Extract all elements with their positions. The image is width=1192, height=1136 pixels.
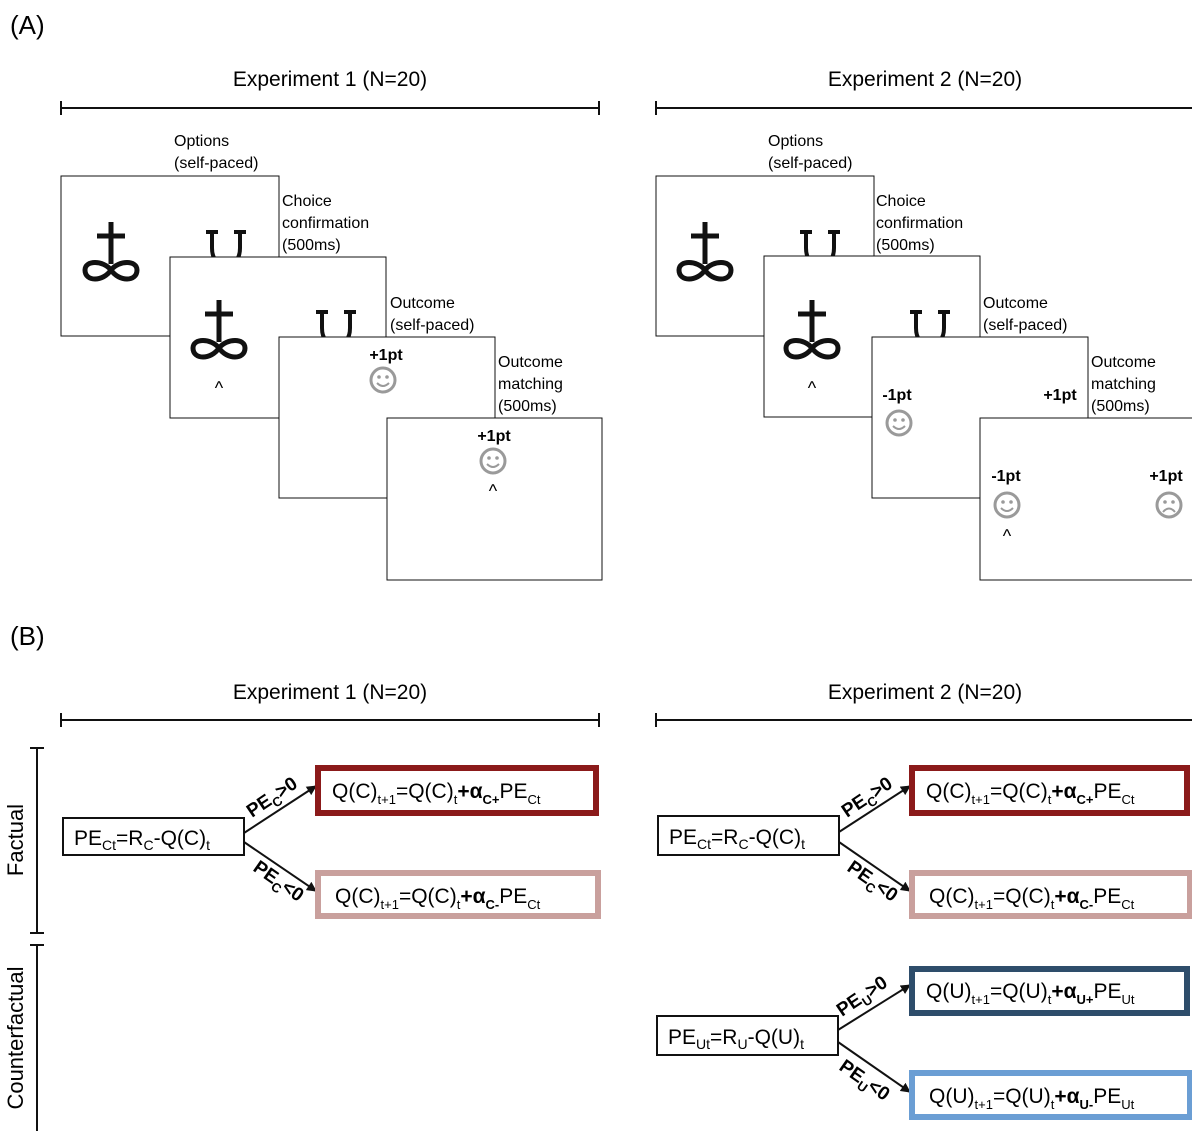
- svg-text:(500ms): (500ms): [876, 237, 935, 254]
- exp2-outcome-unchosen-points: +1pt: [1043, 387, 1077, 404]
- exp1-outcome-points: +1pt: [369, 347, 403, 364]
- svg-text:Q(C)t+1=Q(C)t+αC+PECt: Q(C)t+1=Q(C)t+αC+PECt: [332, 780, 541, 807]
- exp1-factual-pos-branch-label: PEC>0: [243, 773, 303, 824]
- factual-row-bracket: [30, 747, 44, 934]
- svg-text:(500ms): (500ms): [282, 237, 341, 254]
- exp1-title-a: Experiment 1 (N=20): [233, 68, 427, 91]
- svg-text:(self-paced): (self-paced): [983, 317, 1067, 334]
- factual-row-label: Factual: [3, 804, 28, 876]
- svg-text:Q(C)t+1=Q(C)t+αC-PECt: Q(C)t+1=Q(C)t+αC-PECt: [335, 885, 541, 912]
- exp2-counterfactual-neg-arrow: [837, 1041, 911, 1093]
- svg-text:Q(U)t+1=Q(U)t+αU+PEUt: Q(U)t+1=Q(U)t+αU+PEUt: [926, 980, 1135, 1007]
- counterfactual-row-bracket: [30, 944, 44, 1131]
- exp2-counterfactual-neg-rule-box: Q(U)t+1=Q(U)t+αU-PEUt: [909, 1070, 1192, 1120]
- exp2-options-label: Options (self-paced): [768, 133, 852, 172]
- exp1-matching-label: Outcome matching (500ms): [498, 354, 563, 415]
- exp1-factual-pos-arrow: [243, 785, 317, 834]
- exp1-factual-pos-rule-box: Q(C)t+1=Q(C)t+αC+PECt: [315, 765, 599, 816]
- exp2-bracket-a: [655, 101, 1192, 115]
- exp1-matching-happy-face-icon: [479, 447, 507, 475]
- svg-text:(self-paced): (self-paced): [174, 155, 258, 172]
- exp2-counterfactual-pe-box: PEUt=RU-Q(U)t: [656, 1015, 839, 1056]
- exp2-factual-pos-arrow: [838, 785, 911, 833]
- exp2-matching-chosen-points: -1pt: [991, 468, 1021, 485]
- svg-text:Q(C)t+1=Q(C)t+αC-PECt: Q(C)t+1=Q(C)t+αC-PECt: [929, 885, 1135, 912]
- svg-text:Outcome: Outcome: [983, 295, 1048, 312]
- svg-text:Q(U)t+1=Q(U)t+αU-PEUt: Q(U)t+1=Q(U)t+αU-PEUt: [929, 1085, 1135, 1112]
- exp2-matching-screen: -1pt ^ +1pt: [979, 417, 1192, 581]
- exp2-matching-caret: ^: [1003, 526, 1012, 546]
- exp2-factual-neg-rule-box: Q(C)t+1=Q(C)t+αC-PECt: [909, 870, 1192, 919]
- exp1-matching-caret: ^: [489, 481, 498, 501]
- exp2-counterfactual-pos-branch-label: PEU>0: [833, 972, 893, 1023]
- exp2-counterfactual-pos-arrow: [837, 984, 911, 1031]
- svg-text:matching: matching: [1091, 376, 1156, 393]
- exp1-outcome-label: Outcome (self-paced): [390, 295, 474, 334]
- svg-text:(self-paced): (self-paced): [390, 317, 474, 334]
- exp2-bracket-b: [655, 713, 1192, 727]
- svg-text:Options: Options: [768, 133, 823, 150]
- exp1-factual-neg-rule-box: Q(C)t+1=Q(C)t+αC-PECt: [315, 870, 601, 919]
- exp1-title-b: Experiment 1 (N=20): [233, 681, 427, 704]
- svg-text:PECt=RC-Q(C)t: PECt=RC-Q(C)t: [669, 826, 805, 852]
- exp2-title-a: Experiment 2 (N=20): [828, 68, 1022, 91]
- exp2-outcome-chosen-points: -1pt: [882, 387, 912, 404]
- exp1-choice-caret: ^: [215, 378, 224, 398]
- svg-text:Outcome: Outcome: [1091, 354, 1156, 371]
- exp1-bracket-b: [60, 713, 600, 727]
- exp1-matching-points: +1pt: [477, 428, 511, 445]
- exp2-factual-neg-arrow: [838, 841, 911, 892]
- exp1-outcome-happy-face-icon: [369, 366, 397, 394]
- exp1-choice-label: Choice confirmation (500ms): [282, 193, 369, 254]
- exp1-factual-pe-box: PECt=RC-Q(C)t: [62, 817, 245, 856]
- svg-text:Choice: Choice: [876, 193, 926, 210]
- svg-text:Choice: Choice: [282, 193, 332, 210]
- svg-text:(500ms): (500ms): [498, 398, 557, 415]
- exp2-factual-pos-rule-box: Q(C)t+1=Q(C)t+αC+PECt: [909, 765, 1190, 816]
- exp2-factual-pe-box: PECt=RC-Q(C)t: [657, 815, 840, 856]
- exp1-bracket-a: [60, 101, 600, 115]
- panel-b-label: (B): [10, 621, 45, 651]
- exp2-choice-caret: ^: [808, 378, 817, 398]
- exp2-matching-happy-face-icon: [993, 491, 1021, 519]
- exp2-choice-label: Choice confirmation (500ms): [876, 193, 963, 254]
- svg-text:(500ms): (500ms): [1091, 398, 1150, 415]
- exp2-matching-unchosen-points: +1pt: [1149, 468, 1183, 485]
- svg-text:Q(C)t+1=Q(C)t+αC+PECt: Q(C)t+1=Q(C)t+αC+PECt: [926, 780, 1135, 807]
- svg-text:matching: matching: [498, 376, 563, 393]
- exp2-counterfactual-neg-branch-label: PEU<0: [833, 1056, 893, 1108]
- exp2-outcome-label: Outcome (self-paced): [983, 295, 1067, 334]
- exp2-matching-sad-face-icon: [1155, 491, 1183, 519]
- exp2-counterfactual-pos-rule-box: Q(U)t+1=Q(U)t+αU+PEUt: [909, 966, 1190, 1016]
- exp2-outcome-happy-face-icon: [885, 409, 913, 437]
- svg-text:confirmation: confirmation: [282, 215, 369, 232]
- exp2-matching-label: Outcome matching (500ms): [1091, 354, 1156, 415]
- svg-text:Outcome: Outcome: [390, 295, 455, 312]
- svg-text:(self-paced): (self-paced): [768, 155, 852, 172]
- svg-text:Options: Options: [174, 133, 229, 150]
- exp1-options-label: Options (self-paced): [174, 133, 258, 172]
- panel-a-label: (A): [10, 10, 45, 40]
- counterfactual-row-label: Counterfactual: [3, 966, 28, 1109]
- svg-text:confirmation: confirmation: [876, 215, 963, 232]
- exp2-title-b: Experiment 2 (N=20): [828, 681, 1022, 704]
- svg-text:PEUt=RU-Q(U)t: PEUt=RU-Q(U)t: [668, 1026, 804, 1052]
- svg-text:PECt=RC-Q(C)t: PECt=RC-Q(C)t: [74, 827, 210, 853]
- exp1-matching-screen: +1pt ^: [386, 417, 603, 581]
- exp1-factual-neg-arrow: [243, 841, 317, 892]
- svg-text:Outcome: Outcome: [498, 354, 563, 371]
